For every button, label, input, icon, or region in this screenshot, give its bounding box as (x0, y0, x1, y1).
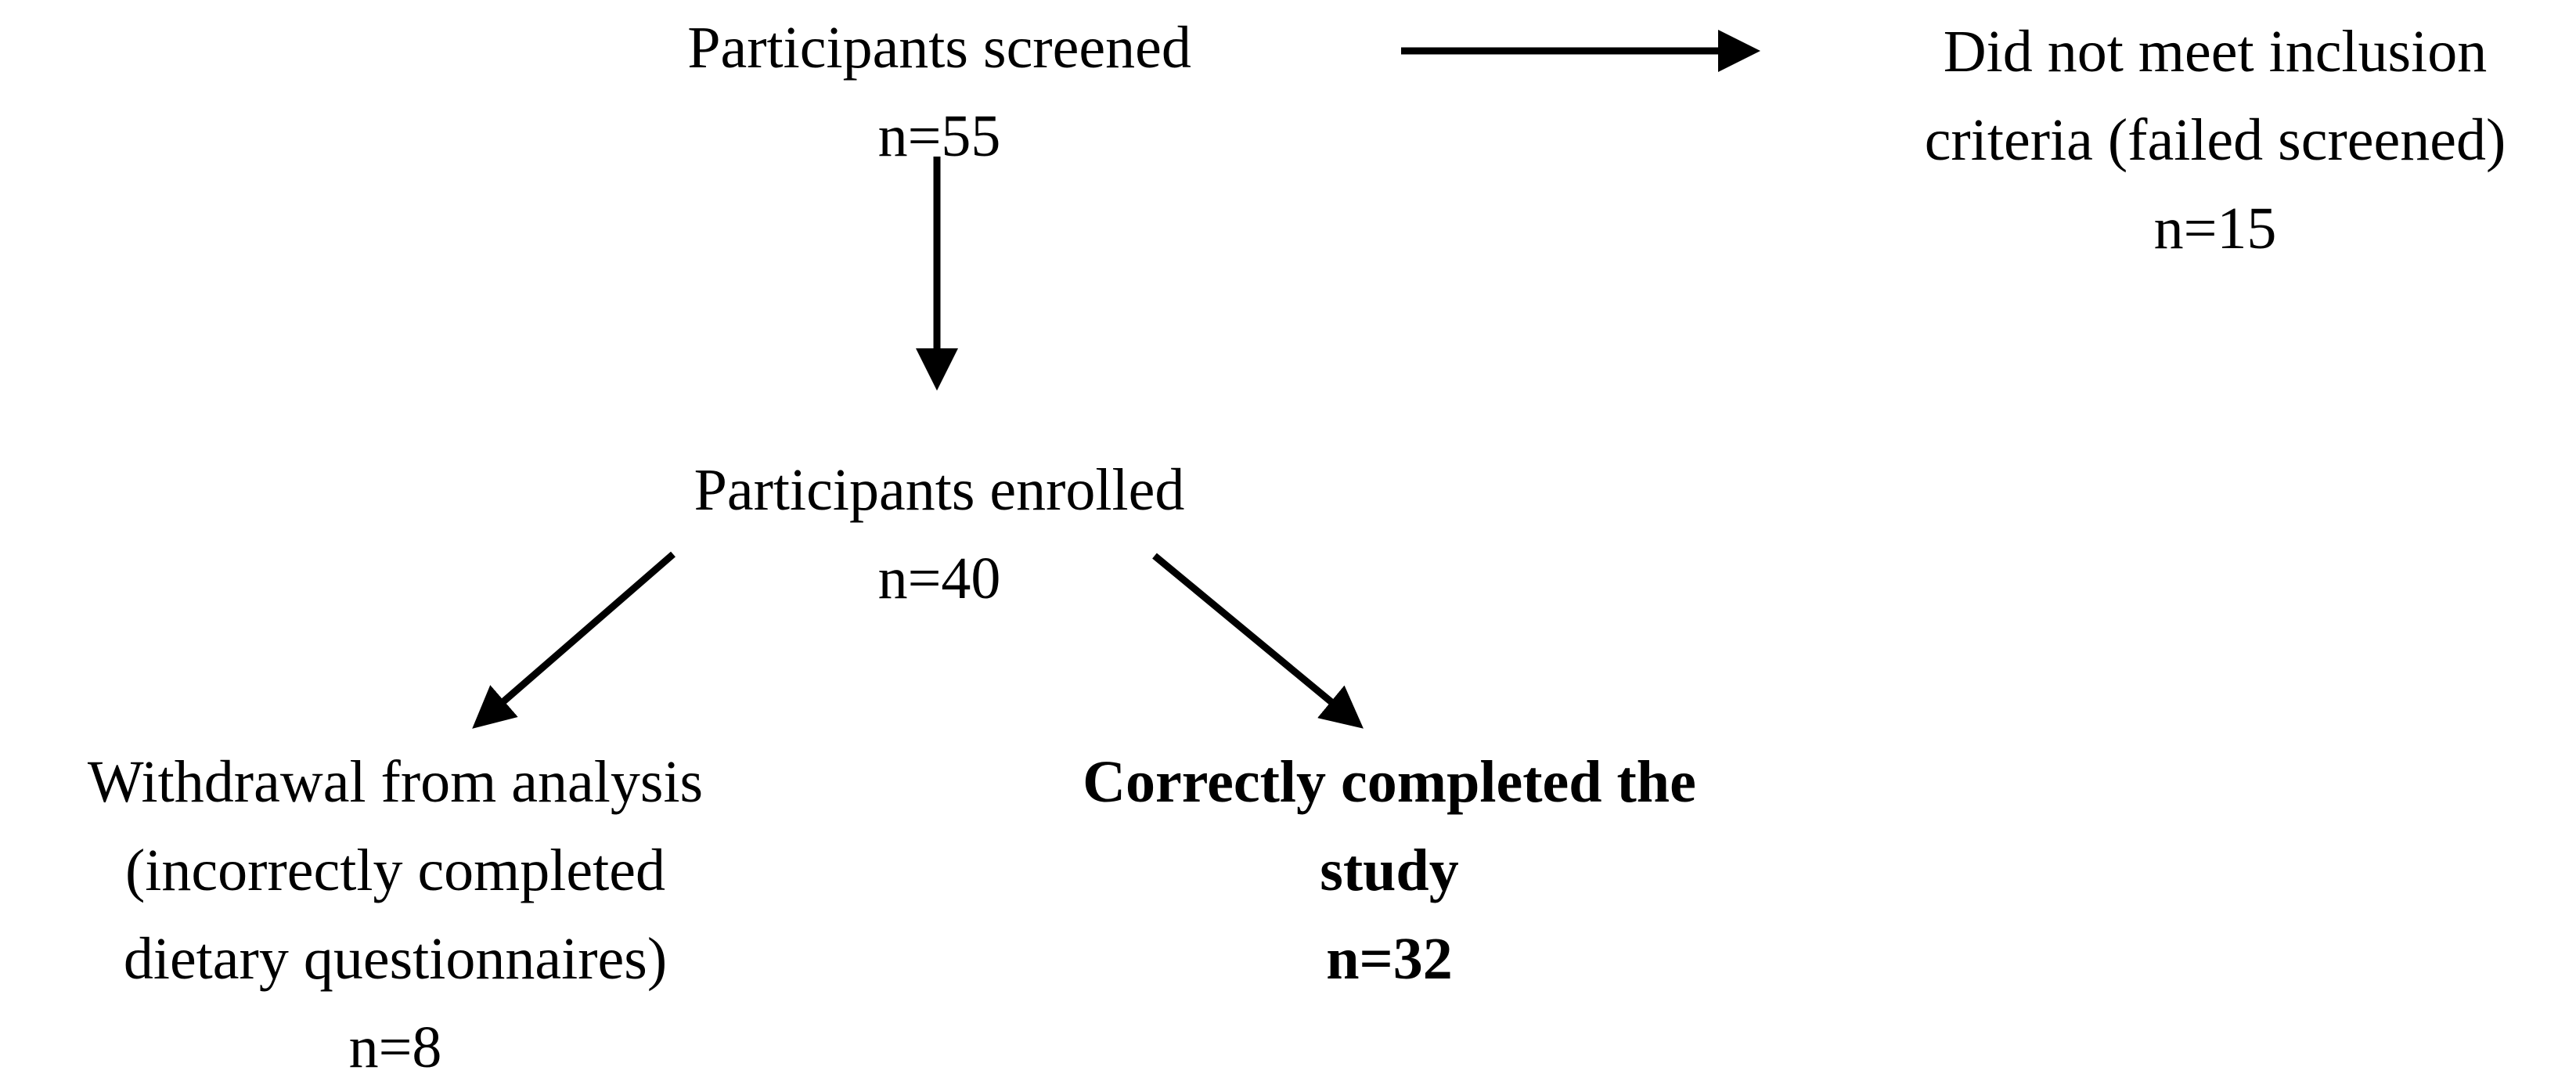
excluded-count: n=15 (2153, 196, 2277, 261)
enrolled-count: n=40 (877, 546, 1001, 611)
completed-label-line2: study (1320, 838, 1459, 903)
withdrawn-label-line2: (incorrectly completed (124, 838, 665, 903)
completed-count: n=32 (1326, 926, 1453, 992)
arrow-enrolled-to-withdrawn (472, 551, 676, 729)
node-participants-enrolled: Participants enrolled n=40 (626, 446, 1252, 623)
node-completed: Correctly completed the study n=32 (994, 738, 1785, 1004)
excluded-label-line2: criteria (failed screened) (1924, 107, 2506, 173)
withdrawn-count: n=8 (348, 1015, 442, 1080)
enrolled-label: Participants enrolled (694, 457, 1185, 523)
withdrawn-label-line1: Withdrawal from analysis (87, 749, 704, 815)
node-excluded: Did not meet inclusion criteria (failed … (1839, 8, 2576, 273)
excluded-label-line1: Did not meet inclusion (1943, 19, 2488, 85)
screened-label: Participants screened (687, 15, 1191, 81)
node-participants-screened: Participants screened n=55 (626, 4, 1252, 181)
node-withdrawn: Withdrawal from analysis (incorrectly co… (0, 738, 791, 1092)
withdrawn-label-line3: dietary questionnaires) (123, 926, 668, 992)
screened-count: n=55 (877, 103, 1001, 169)
completed-label-line1: Correctly completed the (1083, 749, 1696, 815)
arrow-enrolled-to-completed (1152, 553, 1364, 729)
